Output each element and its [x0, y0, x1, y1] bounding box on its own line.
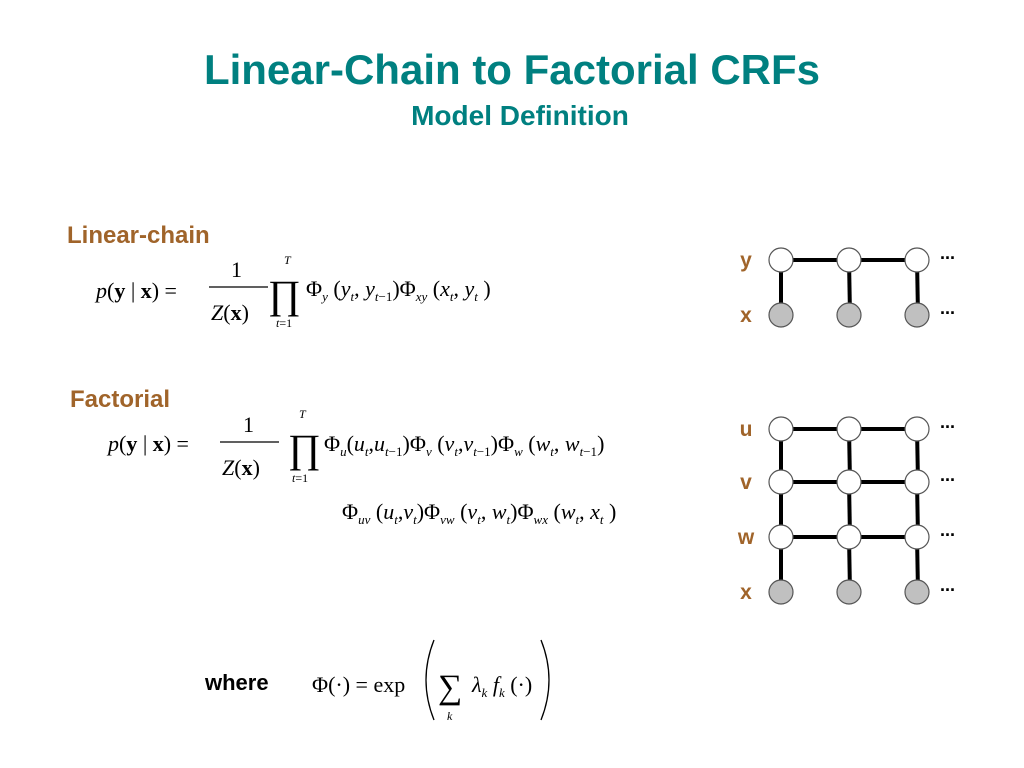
svg-text:λk fk (·): λk fk (·)	[471, 672, 532, 700]
svg-text:Z(x): Z(x)	[222, 455, 260, 480]
where-label: where	[205, 670, 269, 695]
row-label-x: x	[740, 304, 752, 327]
svg-text:∏: ∏	[268, 272, 301, 317]
svg-text:T: T	[284, 253, 292, 267]
svg-text:Z(x): Z(x)	[211, 300, 249, 325]
observed-node	[768, 579, 794, 605]
observed-node	[836, 302, 862, 328]
slide-subtitle: Model Definition	[411, 100, 629, 131]
observed-node	[904, 579, 930, 605]
continuation-dots: ...	[940, 575, 955, 595]
hidden-node	[768, 416, 794, 442]
factorial-heading: Factorial	[70, 386, 171, 413]
hidden-node	[836, 416, 862, 442]
svg-text:p(y | x) =: p(y | x) =	[106, 431, 189, 456]
svg-text:Φy (yt, yt−1)Φxy (xt, yt ): Φy (yt, yt−1)Φxy (xt, yt )	[306, 276, 491, 304]
row-label-u: u	[740, 418, 753, 441]
svg-text:t=1: t=1	[292, 471, 308, 485]
continuation-dots: ...	[940, 412, 955, 432]
svg-text:t=1: t=1	[276, 316, 292, 330]
linear-chain-graph: y... x...	[740, 243, 955, 328]
row-label-y: y	[740, 249, 752, 272]
continuation-dots: ...	[940, 465, 955, 485]
row-label-w: w	[737, 526, 755, 549]
svg-text:k: k	[447, 709, 453, 723]
linear-chain-heading: Linear-chain	[67, 222, 210, 249]
svg-text:p(y | x) =: p(y | x) =	[94, 278, 177, 303]
continuation-dots: ...	[940, 520, 955, 540]
hidden-node	[836, 469, 862, 495]
factorial-graph: u... v... w... x...	[737, 412, 955, 605]
hidden-node	[768, 247, 794, 273]
hidden-node	[904, 469, 930, 495]
linear-chain-equation: p(y | x) = 1 Z(x) T ∏ t=1 Φy (yt, yt−1)Φ…	[94, 253, 491, 330]
hidden-node	[904, 247, 930, 273]
continuation-dots: ...	[940, 298, 955, 318]
potential-definition: Φ(·) = exp ∑ k λk fk (·)	[312, 639, 550, 723]
hidden-node	[836, 524, 862, 550]
slide-title: Linear-Chain to Factorial CRFs	[203, 46, 821, 93]
hidden-node	[904, 524, 930, 550]
hidden-node	[836, 247, 862, 273]
observed-node	[904, 302, 930, 328]
svg-text:Φ(·) = exp: Φ(·) = exp	[312, 672, 405, 697]
hidden-node	[768, 469, 794, 495]
continuation-dots: ...	[940, 243, 955, 263]
svg-text:Φu(ut,ut−1)Φv (vt,vt−1)Φw (wt,: Φu(ut,ut−1)Φv (vt,vt−1)Φw (wt, wt−1)	[324, 431, 604, 459]
svg-text:1: 1	[243, 412, 254, 437]
svg-text:T: T	[299, 407, 307, 421]
svg-text:∏: ∏	[288, 426, 321, 471]
hidden-node	[904, 416, 930, 442]
row-label-x: x	[740, 581, 752, 604]
row-label-v: v	[740, 471, 752, 494]
observed-node	[836, 579, 862, 605]
svg-text:∑: ∑	[438, 669, 462, 706]
observed-node	[768, 302, 794, 328]
svg-text:1: 1	[231, 257, 242, 282]
hidden-node	[768, 524, 794, 550]
